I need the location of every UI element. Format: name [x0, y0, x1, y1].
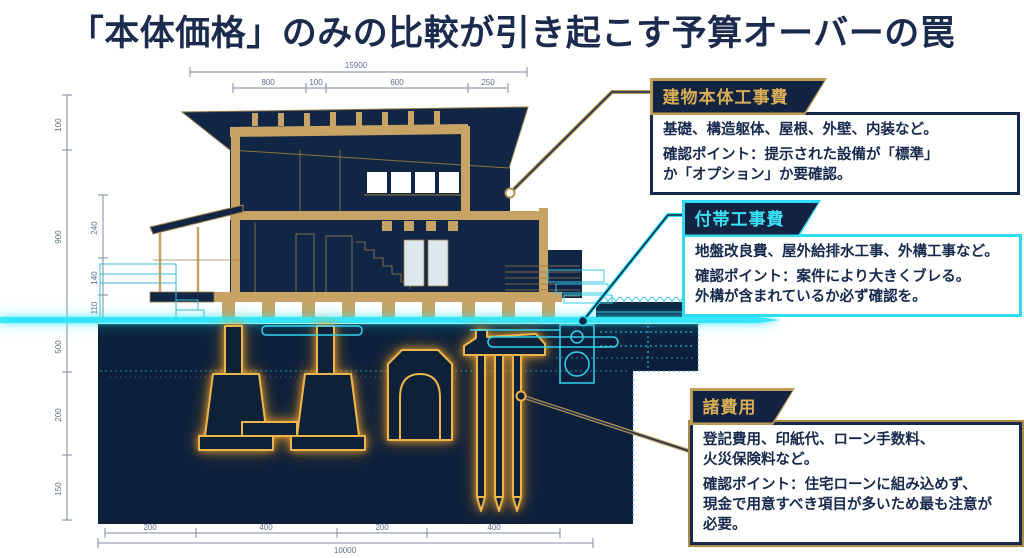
ground-level-line	[0, 317, 780, 323]
svg-text:250: 250	[481, 78, 495, 87]
footing-right	[290, 325, 366, 451]
floor-piers	[222, 302, 555, 319]
leader-incidental	[577, 213, 684, 327]
svg-text:140: 140	[90, 271, 99, 285]
svg-text:110: 110	[90, 301, 99, 314]
callout-header: 諸費用	[690, 388, 795, 425]
svg-text:240: 240	[90, 221, 99, 235]
svg-text:200: 200	[375, 523, 389, 532]
page-title: 「本体価格」のみの比較が引き起こす予算オーバーの罠	[68, 14, 956, 53]
svg-text:150: 150	[54, 482, 63, 496]
callout-building-cost: 建物本体工事費 基礎、構造躯体、屋根、外壁、内装など。 確認ポイント：提示された…	[650, 78, 1020, 195]
exterior-fence	[99, 263, 205, 321]
callout-header-label: 諸費用	[693, 391, 793, 423]
utilities	[261, 324, 694, 384]
callout-misc-cost: 諸費用 登記費用、印紙代、ローン手数料、 火災保険料など。 確認ポイント：住宅ロ…	[690, 388, 1022, 545]
callout-header-label: 建物本体工事費	[653, 81, 825, 113]
leader-lines	[504, 90, 693, 454]
callout-text: 地盤改良費、屋外給排水工事、外構工事など。	[695, 244, 999, 260]
dimension-lines: 15900 800 100 600 250 100 900 500 200 15…	[54, 61, 594, 555]
manhole	[559, 324, 595, 384]
svg-text:400: 400	[259, 523, 273, 532]
porch	[149, 204, 244, 303]
piles	[463, 329, 546, 512]
callout-body: 登記費用、印紙代、ローン手数料、 火災保険料など。 確認ポイント：住宅ローンに組…	[690, 422, 1022, 545]
leader-dot	[577, 315, 589, 327]
culvert	[387, 349, 453, 441]
leader-building	[504, 90, 652, 199]
terrace-garden	[547, 269, 698, 313]
stairs	[356, 241, 411, 289]
foundation-group	[198, 325, 546, 512]
callout-text: 確認ポイント：住宅ローンに組み込めず、 現金で用意すべき項目が多いため最も注意が…	[703, 477, 992, 533]
second-floor-windows	[364, 172, 462, 196]
callout-text: 確認ポイント：提示された設備が「標準」 か「オプション」か要確認。	[663, 147, 939, 183]
svg-text:200: 200	[143, 523, 157, 532]
svg-text:100: 100	[309, 78, 323, 87]
leader-misc	[515, 390, 693, 454]
callout-header: 付帯工事費	[682, 200, 821, 237]
foundation-slab	[241, 421, 298, 437]
callout-text: 基礎、構造躯体、屋根、外壁、内装など。	[663, 122, 938, 138]
dim-top-overall: 15900	[345, 61, 368, 70]
house-structure	[99, 106, 698, 321]
callout-incidental-cost: 付帯工事費 地盤改良費、屋外給排水工事、外構工事など。 確認ポイント：案件により…	[682, 200, 1022, 317]
svg-text:600: 600	[390, 78, 404, 87]
svg-text:500: 500	[54, 340, 63, 354]
column-right	[461, 126, 470, 216]
leader-dot	[504, 187, 516, 199]
callout-body: 基礎、構造躯体、屋根、外壁、内装など。 確認ポイント：提示された設備が「標準」 …	[650, 112, 1020, 195]
svg-text:200: 200	[54, 408, 63, 422]
callout-text: 確認ポイント：案件により大きくブレる。 外構が含まれているか必ず確認を。	[695, 269, 971, 305]
callout-header: 建物本体工事費	[650, 78, 827, 115]
svg-text:800: 800	[261, 78, 275, 87]
callout-body: 地盤改良費、屋外給排水工事、外構工事など。 確認ポイント：案件により大きくブレる…	[682, 234, 1022, 317]
footing-left	[198, 325, 274, 451]
roof	[180, 106, 529, 169]
svg-text:900: 900	[54, 230, 63, 244]
dim-bottom-overall: 10000	[334, 546, 357, 555]
leader-dot	[515, 390, 527, 402]
callout-text: 登記費用、印紙代、ローン手数料、 火災保険料など。	[703, 432, 935, 468]
svg-text:100: 100	[54, 118, 63, 132]
callout-header-label: 付帯工事費	[685, 203, 819, 235]
svg-text:400: 400	[487, 523, 501, 532]
